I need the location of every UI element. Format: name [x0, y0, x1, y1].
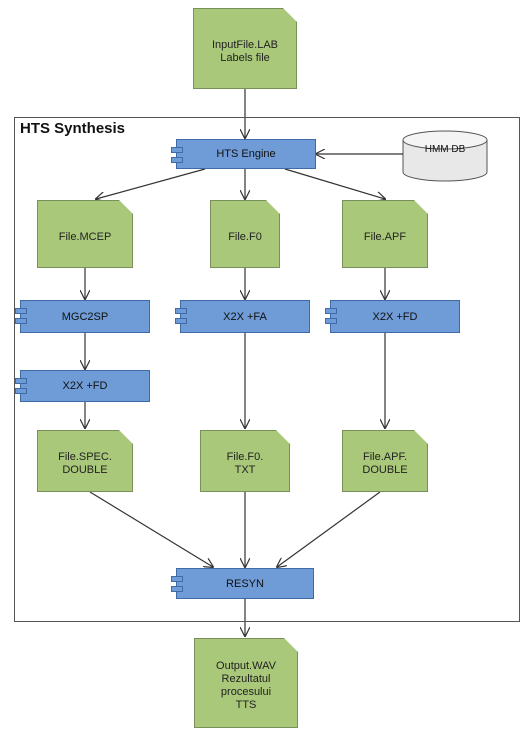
component-label: X2X +FA: [223, 310, 267, 323]
component-x2x-fa: X2X +FA: [175, 300, 310, 333]
component-x2x-fd-spec: X2X +FD: [15, 370, 150, 402]
file-spec-double: File.SPEC. DOUBLE: [37, 430, 133, 492]
component-tab: [175, 318, 187, 324]
component-label: MGC2SP: [61, 310, 109, 323]
component-hts-engine: HTS Engine: [171, 139, 316, 169]
file-f0: File.F0: [210, 200, 280, 268]
hmm-db-cylinder: [402, 130, 488, 182]
frame-title: HTS Synthesis: [20, 120, 126, 137]
hts-synthesis-frame: [14, 117, 520, 622]
component-tab: [325, 318, 337, 324]
component-tab: [15, 318, 27, 324]
file-f0-txt: File.F0. TXT: [200, 430, 290, 492]
component-tab: [15, 378, 27, 384]
component-tab: [325, 308, 337, 314]
component-tab: [171, 586, 183, 592]
component-label: X2X +FD: [62, 380, 108, 392]
component-tab: [15, 308, 27, 314]
component-resyn: RESYN: [171, 568, 314, 599]
file-apf: File.APF: [342, 200, 428, 268]
edge-spec-to-resyn: [89, 491, 213, 567]
component-tab: [175, 308, 187, 314]
edge-engine-to-apf: [284, 168, 385, 199]
edge-engine-to-mcep: [96, 168, 206, 199]
component-tab: [171, 157, 183, 163]
component-tab: [171, 576, 183, 582]
file-input-lab: InputFile.LAB Labels file: [193, 8, 297, 89]
component-mgc2sp: MGC2SP: [15, 300, 150, 333]
component-label: X2X +FD: [372, 310, 418, 323]
component-label: HTS Engine: [216, 148, 276, 160]
hmm-db-label: HMM DB: [424, 144, 466, 155]
component-tab: [15, 388, 27, 394]
file-mcep: File.MCEP: [37, 200, 133, 268]
component-tab: [171, 147, 183, 153]
file-apf-double: File.APF. DOUBLE: [342, 430, 428, 492]
edge-apfdouble-to-resyn: [277, 491, 381, 567]
component-x2x-fd-apf: X2X +FD: [325, 300, 460, 333]
file-output-wav: Output.WAV Rezultatul procesului TTS: [194, 638, 298, 728]
component-label: RESYN: [226, 577, 264, 590]
